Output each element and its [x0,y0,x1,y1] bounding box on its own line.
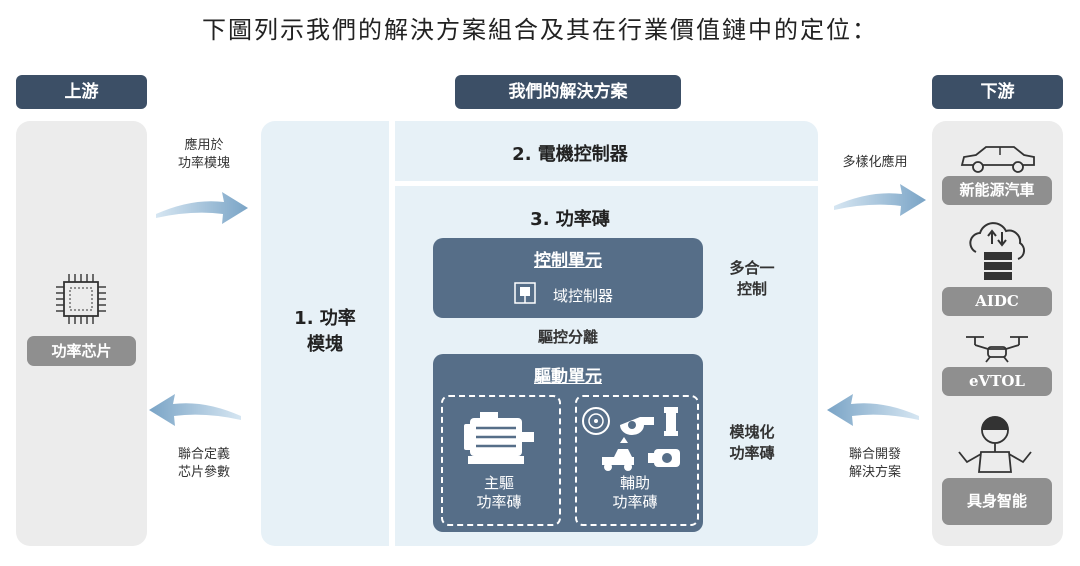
upstream-arrow-out-label: 聯合定義 芯片參數 [177,447,230,480]
all-in-one-control-label: 多合一 控制 [729,259,775,298]
car-icon [960,146,1035,173]
robot-icon [958,416,1032,473]
upstream-arrow-in-label: 應用於 功率模塊 [177,138,230,171]
solutions-header: 我們的解決方案 [455,75,681,109]
downstream-item-ev: 新能源汽車 [942,176,1052,205]
arrow-left-icon [149,394,241,426]
upstream-panel [16,121,147,546]
aux-brick-frame [575,395,699,526]
power-module-title: 1. 功率 模塊 [294,308,356,355]
downstream-item-aidc: AIDC [942,287,1052,316]
control-unit-box [433,238,703,318]
motor-controller-panel [395,121,818,181]
separation-label: 驅控分離 [537,328,598,346]
main-brick-frame [441,395,561,526]
arrow-right-icon [834,184,926,216]
domain-controller-icon [514,282,536,304]
downstream-arrow-out-label: 聯合開發 解決方案 [848,447,901,480]
downstream-header: 下游 [932,75,1063,109]
motor-icon [464,412,534,464]
drone-icon [966,336,1028,363]
aux-brick-label: 輔助 功率磚 [612,474,658,511]
downstream-item-embodied-ai: 具身智能 [942,478,1052,525]
cloud-server-icon [969,222,1025,280]
downstream-item-evtol: eVTOL [942,367,1052,396]
domain-controller-label: 域控制器 [553,287,614,305]
downstream-arrow-in-label: 多樣化應用 [842,155,908,170]
chip-icon [56,274,106,324]
motor-controller-title: 2. 電機控制器 [512,144,628,165]
aux-equipment-icons [582,407,680,471]
power-module-panel [261,121,389,546]
modular-brick-label: 模塊化 功率磚 [729,423,775,462]
control-unit-title: 控制單元 [534,251,602,271]
arrow-left-icon [827,394,919,426]
upstream-header: 上游 [16,75,147,109]
power-brick-title: 3. 功率磚 [530,209,610,230]
power-chip-label: 功率芯片 [27,336,136,366]
main-brick-label: 主驅 功率磚 [476,474,522,511]
drive-unit-title: 驅動單元 [534,367,602,387]
arrow-right-icon [156,192,248,224]
page-title: 下圖列示我們的解決方案組合及其在行業價值鏈中的定位： [202,16,878,44]
